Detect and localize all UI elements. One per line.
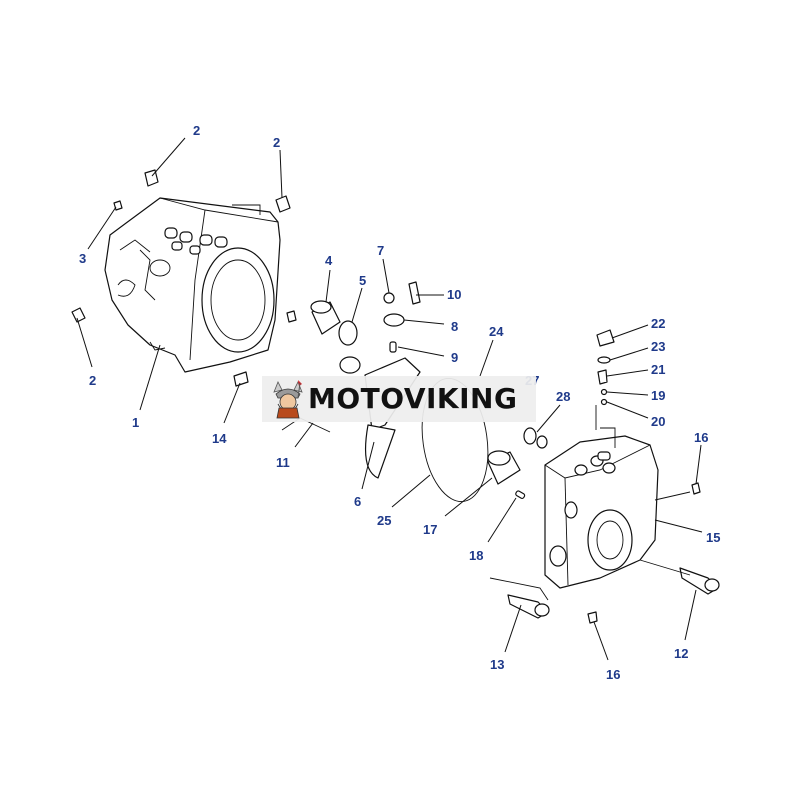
callout-11: 11	[276, 455, 290, 470]
callout-2-top-right: 2	[273, 135, 280, 150]
pump-housing	[104, 197, 281, 373]
callout-25: 25	[377, 513, 391, 528]
callout-17: 17	[423, 522, 437, 537]
callout-2-top: 2	[193, 123, 200, 138]
callout-3: 3	[79, 251, 86, 266]
guide-lines	[489, 405, 691, 601]
callout-22: 22	[651, 316, 665, 331]
callout-15: 15	[706, 530, 720, 545]
viking-mascot-icon	[273, 380, 303, 419]
callout-9: 9	[451, 350, 458, 365]
callout-13: 13	[490, 657, 504, 672]
callout-14: 14	[212, 431, 227, 446]
callout-10: 10	[447, 287, 461, 302]
callout-20: 20	[651, 414, 665, 429]
callout-21: 21	[651, 362, 665, 377]
callout-16-right: 16	[694, 430, 708, 445]
callout-2-left: 2	[89, 373, 96, 388]
callout-16-bottom: 16	[606, 667, 620, 682]
callout-18: 18	[469, 548, 483, 563]
brand-watermark-banner	[262, 376, 536, 422]
callout-7: 7	[377, 243, 384, 258]
callout-6: 6	[354, 494, 361, 509]
callout-5: 5	[359, 273, 366, 288]
callout-23: 23	[651, 339, 665, 354]
callout-4: 4	[325, 253, 333, 268]
left-fasteners	[71, 169, 297, 387]
right-fasteners	[507, 329, 720, 624]
callout-12: 12	[674, 646, 688, 661]
callout-1: 1	[132, 415, 139, 430]
control-block	[544, 435, 659, 589]
callout-labels: 2 2 3 2 1 14 4 5 7 10 8 9 24 27 11 6 25 …	[79, 123, 720, 682]
callout-8: 8	[451, 319, 458, 334]
callout-24: 24	[489, 324, 504, 339]
callout-19: 19	[651, 388, 665, 403]
callout-28: 28	[556, 389, 570, 404]
brand-name: MOTOVIKING	[308, 382, 518, 415]
leader-lines	[76, 137, 703, 661]
